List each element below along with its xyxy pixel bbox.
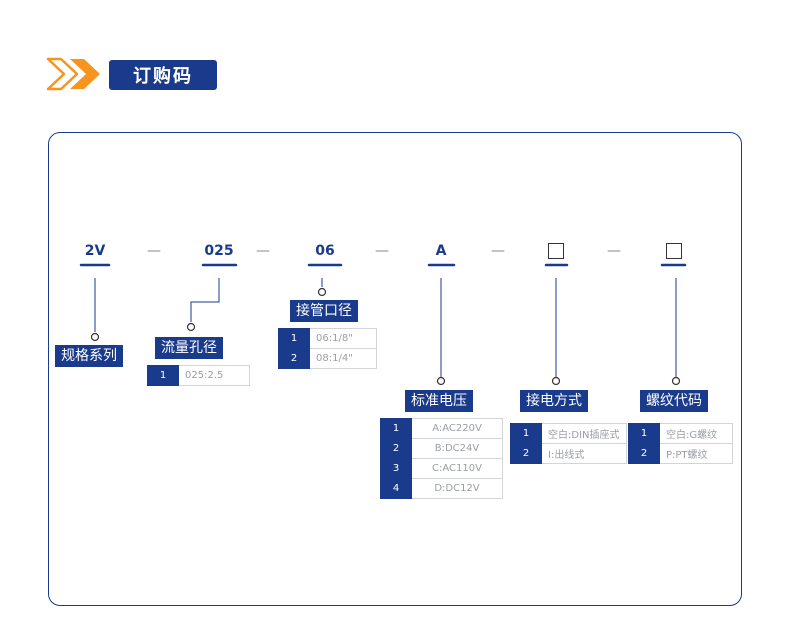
table-row: 2 08:1/4" [278,348,377,369]
page-title: 订购码 [109,60,217,90]
option-value: 空白:G螺纹 [659,423,733,444]
option-number: 1 [147,365,179,386]
option-value: I:出线式 [541,443,627,464]
option-value: P:PT螺纹 [659,443,733,464]
option-number: 2 [380,438,412,459]
code-placeholder-box [666,243,682,259]
option-value: 06:1/8" [309,328,377,349]
option-number: 2 [628,443,660,464]
separator: — [147,243,161,259]
options-port: 1 06:1/8" 2 08:1/4" [278,328,377,369]
table-row: 3 C:AC110V [380,458,503,479]
option-value: 025:2.5 [178,365,250,386]
options-thread: 1 空白:G螺纹 2 P:PT螺纹 [628,423,733,464]
order-code-panel [48,132,742,606]
option-number: 3 [380,458,412,479]
label-port: 接管口径 [290,300,358,322]
options-connection: 1 空白:DIN插座式 2 I:出线式 [510,423,627,464]
option-number: 2 [278,348,310,369]
option-value: A:AC220V [411,418,503,439]
separator: — [491,243,505,259]
option-value: 08:1/4" [309,348,377,369]
code-orifice: 025 [204,243,234,259]
table-row: 1 06:1/8" [278,328,377,349]
code-placeholder-box [548,243,564,259]
table-row: 4 D:DC12V [380,478,503,499]
code-voltage: A [435,243,447,259]
separator: — [256,243,270,259]
code-series: 2V [84,243,106,259]
table-row: 2 I:出线式 [510,443,627,464]
option-value: B:DC24V [411,438,503,459]
option-number: 1 [510,423,542,444]
options-voltage: 1 A:AC220V 2 B:DC24V 3 C:AC110V 4 D:DC12… [380,418,503,499]
table-row: 1 025:2.5 [147,365,250,386]
chevron-right-icon [46,57,100,91]
option-value: C:AC110V [411,458,503,479]
option-number: 2 [510,443,542,464]
option-number: 1 [380,418,412,439]
separator: — [607,243,621,259]
table-row: 2 B:DC24V [380,438,503,459]
option-value: D:DC12V [411,478,503,499]
table-row: 1 A:AC220V [380,418,503,439]
options-orifice: 1 025:2.5 [147,365,250,386]
option-number: 1 [628,423,660,444]
label-orifice: 流量孔径 [155,337,223,359]
separator: — [375,243,389,259]
option-number: 1 [278,328,310,349]
code-port: 06 [315,243,335,259]
table-row: 2 P:PT螺纹 [628,443,733,464]
label-connection: 接电方式 [520,390,588,412]
table-row: 1 空白:G螺纹 [628,423,733,444]
label-series: 规格系列 [55,345,123,367]
label-thread: 螺纹代码 [640,390,708,412]
option-number: 4 [380,478,412,499]
table-row: 1 空白:DIN插座式 [510,423,627,444]
label-voltage: 标准电压 [405,390,473,412]
option-value: 空白:DIN插座式 [541,423,627,444]
